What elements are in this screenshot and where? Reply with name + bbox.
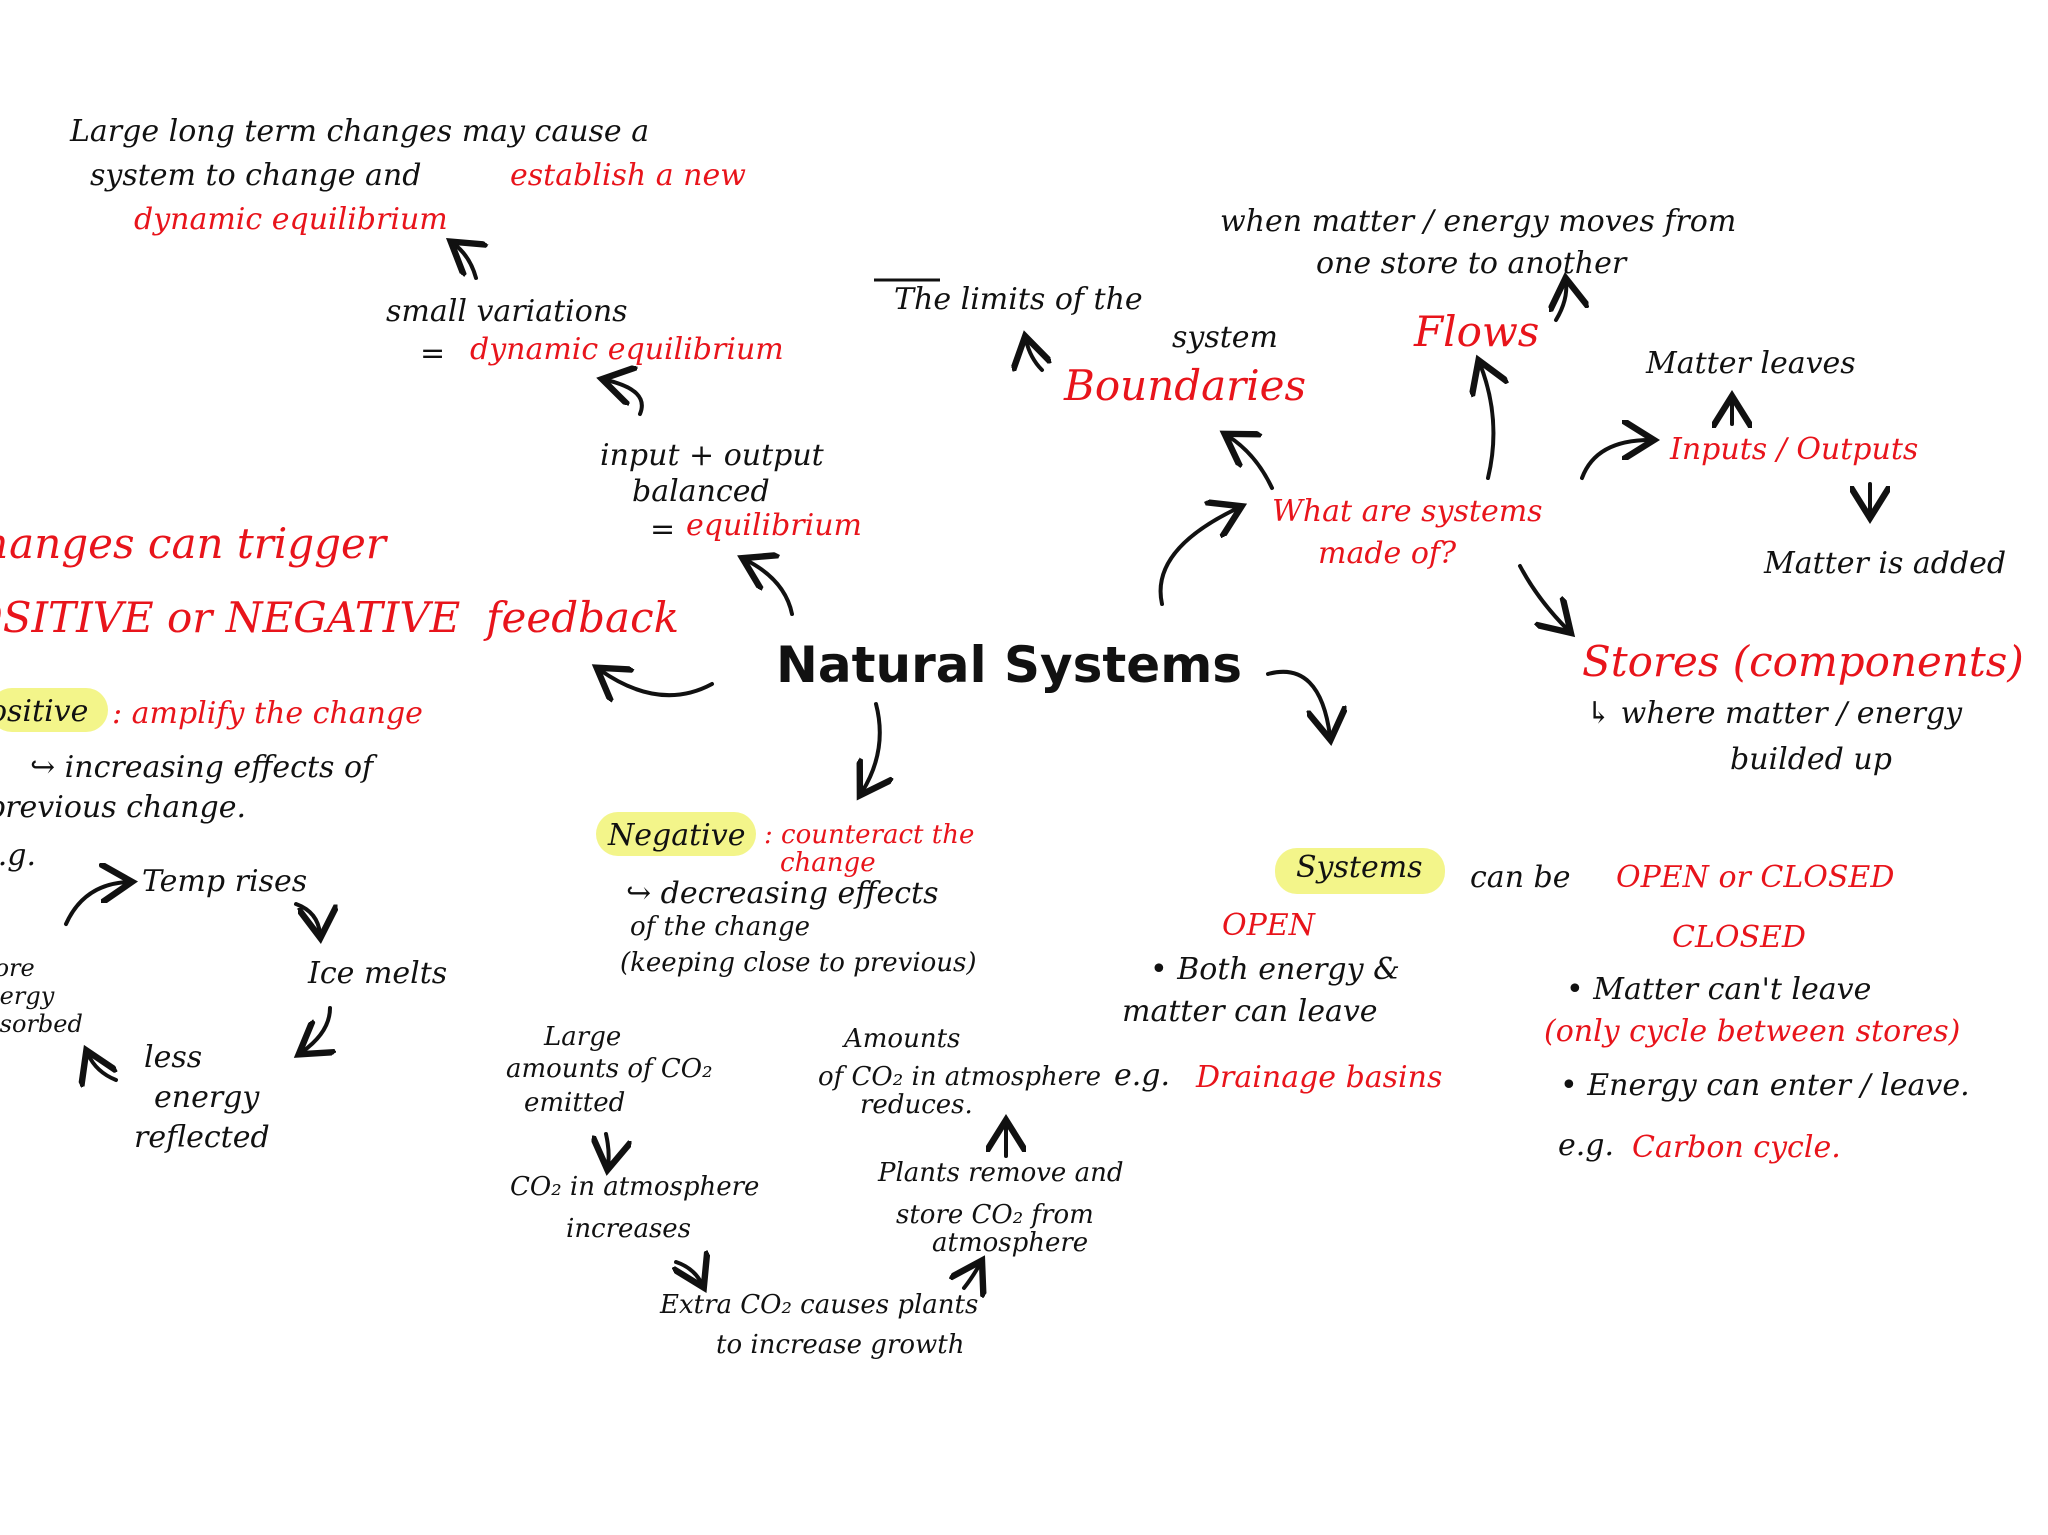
co2-atm-2: increases	[566, 1214, 692, 1244]
cycle-temp: Temp rises	[142, 864, 308, 899]
cycle-more-2: energy	[0, 982, 55, 1010]
stores-desc-1: ↳ where matter / energy	[1586, 696, 1963, 731]
new-dynamic-equilibrium: dynamic equilibrium	[134, 202, 448, 237]
trigger-line2-feedback: feedback	[486, 593, 680, 642]
boundaries-desc-2: system	[1172, 320, 1278, 355]
boundaries-desc-1: The limits of the	[894, 282, 1143, 317]
equals-2: =	[650, 512, 676, 547]
closed-heading: CLOSED	[1672, 920, 1806, 955]
systems-highlight	[1275, 848, 1445, 894]
co2-plants-3: atmosphere	[932, 1228, 1089, 1258]
arrow-to-boundaries	[1228, 436, 1274, 490]
systems-label: Systems	[1296, 850, 1423, 885]
positive-sub2: previous change.	[0, 790, 246, 825]
arrow-large-to-atm	[606, 1132, 609, 1166]
small-variations: small variations	[386, 294, 628, 329]
question-line2: made of?	[1318, 536, 1457, 571]
large-changes-line2-red: establish a new	[510, 158, 746, 193]
open-or-closed: OPEN or CLOSED	[1616, 860, 1895, 895]
arrow-to-new-equilibrium	[454, 244, 476, 280]
arrow-to-components	[1158, 508, 1238, 606]
open-point-2: matter can leave	[1122, 994, 1378, 1029]
negative-sub3: (keeping close to previous)	[620, 948, 977, 978]
large-changes-line2: system to change and	[90, 158, 422, 193]
co2-extra-2: to increase growth	[716, 1330, 965, 1360]
closed-point-1: • Matter can't leave	[1566, 972, 1872, 1007]
balanced-line2: balanced	[632, 474, 770, 509]
cycle-ice: Ice melts	[308, 956, 448, 991]
negative-sub1: ↪ decreasing effects	[626, 876, 939, 911]
flows-desc-2: one store to another	[1316, 246, 1627, 281]
arrow-cycle-to-temp	[64, 882, 128, 926]
co2-large-3: emitted	[524, 1088, 626, 1118]
closed-point-2: (only cycle between stores)	[1544, 1014, 1961, 1049]
negative-label: Negative	[608, 818, 746, 853]
trigger-line1: Changes can trigger	[0, 519, 386, 568]
negative-sub2: of the change	[630, 912, 810, 942]
arrow-to-inputs	[1580, 440, 1650, 480]
arrow-to-flows	[1480, 364, 1493, 480]
arrow-temp-to-ice	[294, 902, 320, 934]
arrow-less-to-more	[88, 1054, 118, 1080]
co2-large-1: Large	[544, 1022, 622, 1052]
stores-desc-2: builded up	[1730, 742, 1892, 777]
arrow-to-dynamic	[606, 380, 644, 416]
arrow-boundaries-to-limits	[1026, 340, 1042, 372]
open-example: Drainage basins	[1196, 1060, 1443, 1095]
positive-highlight	[0, 688, 108, 732]
arrow-ice-to-less	[302, 1006, 330, 1052]
co2-plants-2: store CO₂ from	[896, 1200, 1094, 1230]
cycle-more-3: absorbed	[0, 1010, 83, 1038]
cycle-more-1: More	[0, 954, 35, 982]
closed-example: Carbon cycle.	[1632, 1130, 1841, 1165]
positive-sub1: ↪ increasing effects of	[30, 750, 374, 785]
positive-eg: e.g.	[0, 838, 37, 873]
co2-plants-1: Plants remove and	[878, 1158, 1124, 1188]
arrow-to-stores	[1518, 564, 1568, 630]
arrow-to-negative	[862, 702, 880, 792]
open-eg: e.g.	[1114, 1058, 1171, 1093]
arrow-to-feedback	[600, 670, 714, 695]
flows: Flows	[1414, 307, 1540, 356]
question-line1: What are systems	[1272, 494, 1543, 529]
matter-added: Matter is added	[1764, 546, 2007, 581]
equals-1: =	[420, 336, 446, 371]
matter-leaves: Matter leaves	[1646, 346, 1856, 381]
closed-point-3: • Energy can enter / leave.	[1560, 1068, 1970, 1103]
co2-amounts-2: of CO₂ in atmosphere	[818, 1062, 1101, 1092]
trigger-line2: POSITIVE or NEGATIVE	[0, 593, 461, 642]
page-title: Natural Systems	[776, 636, 1243, 694]
stores: Stores (components)	[1582, 637, 2024, 686]
equilibrium: equilibrium	[686, 508, 862, 543]
negative-highlight	[596, 812, 756, 856]
negative-desc2: change	[780, 848, 876, 878]
open-point-1: • Both energy &	[1150, 952, 1400, 987]
arrow-flows-to-desc	[1556, 282, 1566, 322]
inputs-outputs: Inputs / Outputs	[1670, 432, 1919, 467]
arrow-extra-to-plants	[964, 1264, 980, 1288]
arrow-to-open-closed	[1266, 669, 1330, 736]
cycle-less-1: less	[144, 1040, 203, 1075]
positive-label: Positive	[0, 694, 89, 729]
negative-desc1: : counteract the	[764, 820, 975, 850]
cycle-less-2: energy	[154, 1080, 260, 1115]
balanced-line1: input + output	[600, 438, 824, 473]
flows-desc-1: when matter / energy moves from	[1220, 204, 1737, 239]
co2-extra-1: Extra CO₂ causes plants	[660, 1290, 979, 1320]
co2-amounts-1: Amounts	[844, 1024, 961, 1054]
boundaries: Boundaries	[1064, 361, 1307, 410]
large-changes-line1: Large long term changes may cause a	[70, 114, 650, 149]
arrow-to-equilibrium	[746, 560, 794, 616]
closed-eg: e.g.	[1558, 1128, 1615, 1163]
co2-large-2: amounts of CO₂	[506, 1054, 713, 1084]
open-heading: OPEN	[1222, 908, 1315, 943]
co2-atm-1: CO₂ in atmosphere	[510, 1172, 760, 1202]
arrow-atm-to-extra	[676, 1262, 702, 1284]
positive-desc: : amplify the change	[112, 696, 423, 731]
cycle-less-3: reflected	[134, 1120, 270, 1155]
can-be: can be	[1470, 860, 1571, 895]
dynamic-equilibrium: dynamic equilibrium	[470, 332, 784, 367]
co2-amounts-3: reduces.	[860, 1090, 973, 1120]
